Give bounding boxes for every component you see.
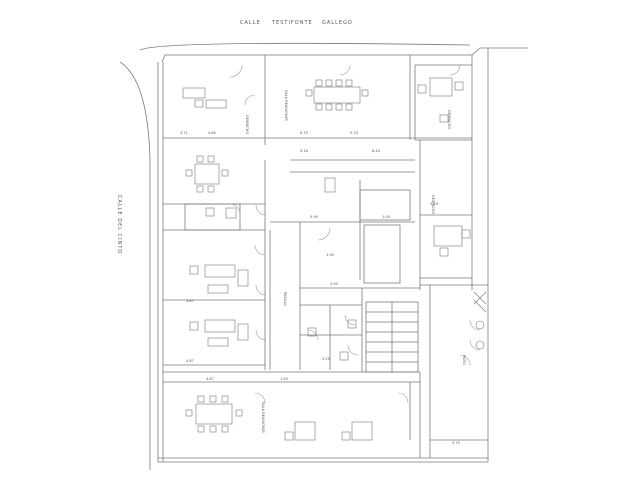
dim-label: 3.25 (322, 357, 330, 361)
room-label: DESPACHO (431, 195, 435, 214)
dim-label: 1.90 (326, 253, 334, 257)
room-label: DESPACHO (245, 115, 249, 134)
top-curved-wall (161, 47, 528, 63)
room-label: SALA REUNIONES (261, 402, 265, 434)
dim-label: 2.90 (330, 282, 338, 286)
dim-label: 1.00 (382, 215, 390, 219)
dim-label: 1.50 (280, 377, 288, 381)
street-label-calle: CALLE (240, 20, 261, 26)
door-swings (229, 64, 481, 404)
dim-label: 3.75 (452, 441, 460, 445)
street-curb-top (139, 42, 471, 51)
street-curb-left (119, 61, 151, 470)
dim-label: 5.70 (350, 131, 358, 135)
dim-label: 4.87 (186, 359, 194, 363)
furniture (182, 77, 487, 441)
room-labels: SALA REUNIONES DESPACHO DESPACHO DESPACH… (245, 90, 466, 434)
dim-label: 4.80 (208, 131, 216, 135)
dimension-labels: 3.71 4.80 6.70 5.70 6.40 5.18 0.90 1.00 … (180, 131, 460, 445)
dim-label: 0.90 (310, 215, 318, 219)
street-label-side: CALLE DEL CINTO (116, 195, 122, 255)
meeting-table (313, 86, 361, 104)
room-label: PASILLO (283, 292, 287, 306)
dim-label: 3.71 (180, 131, 188, 135)
dim-label: 4.87 (186, 299, 194, 303)
walls (119, 42, 528, 470)
room-label: PATIO (462, 355, 466, 365)
street-label-gallego: GALLEGO (322, 20, 353, 26)
dim-label: 3.10 (430, 202, 438, 206)
room-label: DESPACHO (447, 110, 451, 129)
dim-label: 5.18 (300, 149, 308, 153)
desk (182, 87, 206, 99)
dim-label: 6.40 (372, 149, 380, 153)
room-label: SALA REUNIONES (284, 90, 288, 122)
dim-label: 4.87 (206, 377, 214, 381)
dim-label: 6.70 (300, 131, 308, 135)
street-label-testifonte: TESTIFONTE (272, 20, 313, 26)
